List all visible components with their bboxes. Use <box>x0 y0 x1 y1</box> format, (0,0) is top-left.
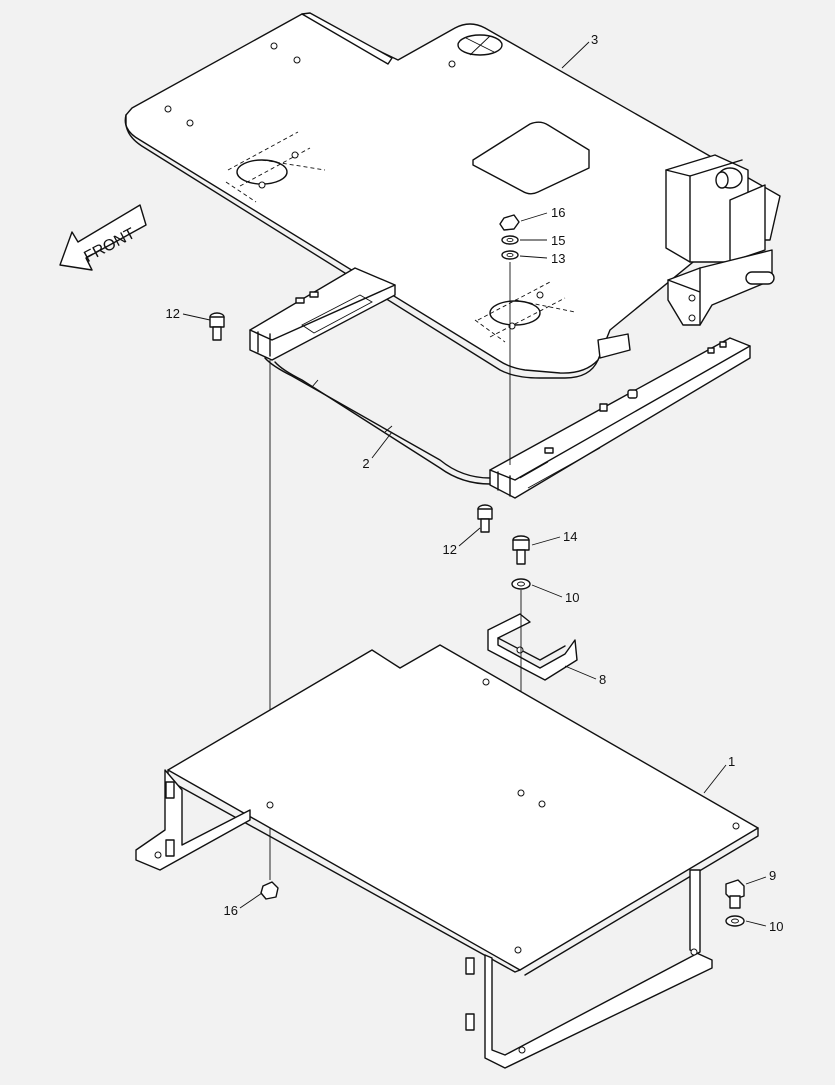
callout-13: 13 <box>551 251 565 266</box>
callout-8: 8 <box>599 672 606 687</box>
callout-9: 9 <box>769 868 776 883</box>
hardware <box>209 214 745 927</box>
callout-14: 14 <box>563 529 577 544</box>
front-direction-arrow: FRONT <box>59 204 147 271</box>
part-3-seat-plate <box>124 12 781 379</box>
callout-3: 3 <box>591 32 598 47</box>
callout-16: 16 <box>551 205 565 220</box>
callout-10: 10 <box>565 590 579 605</box>
callout-15: 15 <box>551 233 565 248</box>
callout-10: 10 <box>769 919 783 934</box>
part-1-base-frame <box>135 644 759 1069</box>
part-2-slide-rails <box>249 267 751 499</box>
callout-leaders <box>182 41 767 927</box>
callout-1: 1 <box>728 754 735 769</box>
callout-labels: 3 16 15 13 12 2 12 14 10 8 1 9 16 10 <box>166 32 784 934</box>
callout-12: 12 <box>443 542 457 557</box>
callout-16: 16 <box>224 903 238 918</box>
callout-12: 12 <box>166 306 180 321</box>
callout-2: 2 <box>362 456 369 471</box>
